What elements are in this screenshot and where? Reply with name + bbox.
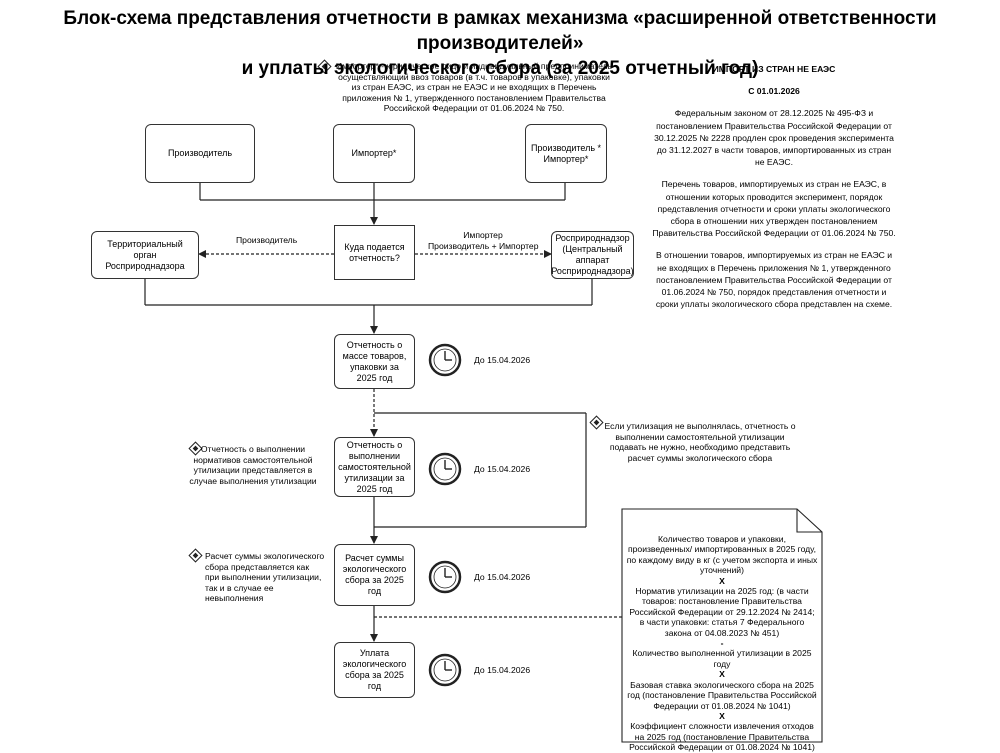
territorial-body-box: Территориальный орган Росприроднадзора <box>91 231 199 279</box>
clock-icon-4 <box>428 653 462 687</box>
diamond-bullet-icon-1 <box>317 59 332 74</box>
right-panel-paragraph-2: Перечень товаров, импортируемых из стран… <box>652 179 896 239</box>
formula-document-shape <box>621 508 823 743</box>
central-office-box: Росприроднадзор (Центральный аппарат Рос… <box>551 231 634 279</box>
clock-icon-3 <box>428 560 462 594</box>
payment-box: Уплата экологического сбора за 2025 год <box>334 642 415 698</box>
deadline-3: До 15.04.2026 <box>474 572 531 582</box>
formula-op-1: Х <box>719 575 725 586</box>
self-utilization-note: Отчетность о выполнении нормативов самос… <box>189 444 317 486</box>
fee-formula: Количество товаров и упаковки, произведе… <box>626 534 818 753</box>
formula-term-5: Коэффициент сложности извлечения отходов… <box>629 721 815 753</box>
formula-term-1: Количество товаров и упаковки, произведе… <box>626 534 818 576</box>
formula-term-2: Норматив утилизации на 2025 год: (в част… <box>629 586 815 638</box>
producer-box: Производитель <box>145 124 255 183</box>
formula-op-2: - <box>720 638 724 649</box>
report-mass-box: Отчетность о массе товаров, упаковки за … <box>334 334 415 389</box>
diamond-bullet-icon-3 <box>188 548 203 563</box>
edge-label-importer: Импортер Производитель + Импортер <box>428 230 538 251</box>
edge-label-importer-line2: Производитель + Импортер <box>428 240 539 251</box>
formula-op-4: Х <box>719 710 725 721</box>
formula-term-4: Базовая ставка экологического сбора на 2… <box>627 679 817 711</box>
producer-importer-box: Производитель * Импортер* <box>525 124 607 183</box>
edge-label-importer-line1: Импортер <box>463 230 503 240</box>
report-calc-box: Расчет суммы экологического сбора за 202… <box>334 544 415 606</box>
fee-calc-note: Расчет суммы экологического сбора предст… <box>205 551 325 604</box>
diamond-bullet-icon-2 <box>188 441 203 456</box>
page-title: Блок-схема представления отчетности в ра… <box>0 6 1000 81</box>
right-panel-date: С 01.01.2026 <box>748 86 800 97</box>
question-box: Куда подается отчетность? <box>334 225 415 280</box>
clock-icon-1 <box>428 343 462 377</box>
no-utilization-note: Если утилизация не выполнялась, отчетнос… <box>604 421 796 463</box>
importer-box: Импортер* <box>333 124 415 183</box>
deadline-1: До 15.04.2026 <box>474 355 531 365</box>
edge-label-producer: Производитель <box>236 235 298 245</box>
right-panel-paragraph-1: Федеральным законом от 28.12.2025 № 495-… <box>654 108 894 168</box>
title-line-2: и уплаты экологического сбора (за 2025 о… <box>241 58 759 79</box>
diamond-bullet-icon-4 <box>589 415 604 430</box>
deadline-2: До 15.04.2026 <box>474 464 531 474</box>
title-line-1: Блок-схема представления отчетности в ра… <box>63 8 937 54</box>
deadline-4: До 15.04.2026 <box>474 665 531 675</box>
right-info-panel: ИМПОРТ ИЗ СТРАН НЕ ЕАЭС С 01.01.2026 Фед… <box>652 63 896 320</box>
clock-icon-2 <box>428 452 462 486</box>
report-util-box: Отчетность о выполнении самостоятельной … <box>334 437 415 497</box>
right-panel-paragraph-3: В отношении товаров, импортируемых из ст… <box>655 250 893 310</box>
importer-definition-note: Импортер* - юридическое лицо и индивидуа… <box>335 61 613 114</box>
formula-term-3: Количество выполненной утилизации в 2025… <box>632 648 812 669</box>
formula-op-3: Х <box>719 669 725 680</box>
right-panel-heading: ИМПОРТ ИЗ СТРАН НЕ ЕАЭС <box>712 64 836 74</box>
